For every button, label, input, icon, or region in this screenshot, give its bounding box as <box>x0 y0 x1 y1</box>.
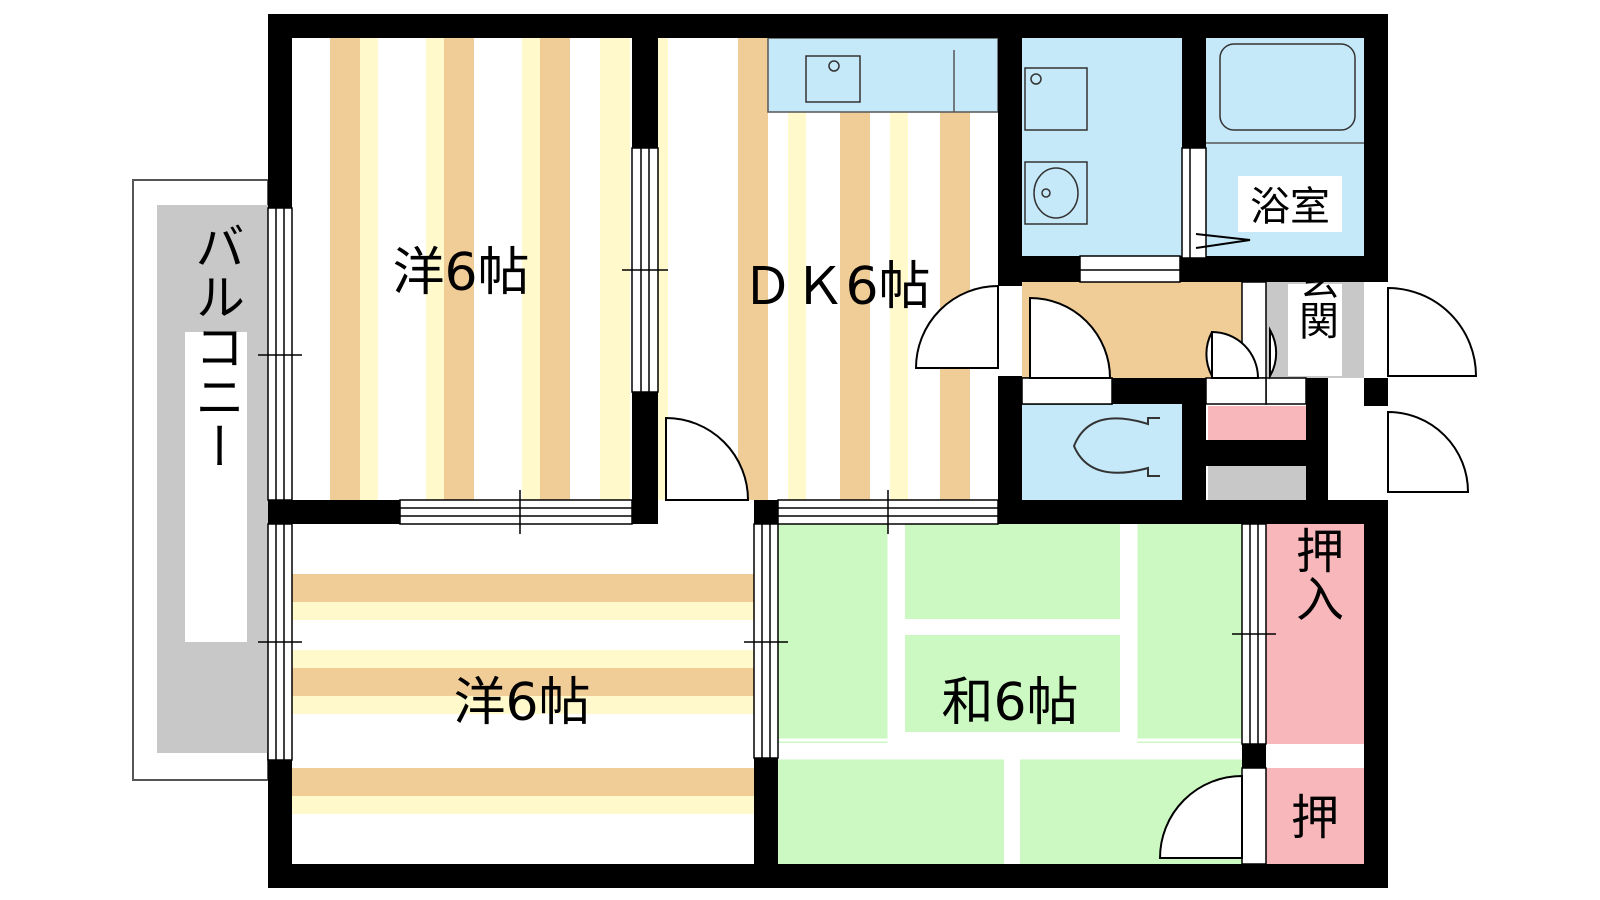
tatami-borders <box>778 524 1242 864</box>
balcony <box>132 179 269 781</box>
closet-large <box>1266 524 1364 744</box>
label-bath: 浴室 <box>1250 184 1330 230</box>
western-room-lower-floor <box>292 524 754 864</box>
walls <box>268 14 1388 888</box>
label-dining-kitchen: ＤＫ6帖 <box>741 257 930 317</box>
label-closet-small: 押 <box>1291 790 1339 846</box>
closet-pink-small <box>1208 406 1306 440</box>
door-swings <box>665 233 1478 859</box>
closet-small <box>1266 768 1364 864</box>
washroom <box>1022 38 1182 256</box>
western-room-upper-floor <box>292 38 632 500</box>
label-western-lower: 洋6帖 <box>453 673 590 733</box>
label-balcony: バルコニー <box>187 221 245 471</box>
bathroom <box>1206 38 1366 256</box>
label-entrance: 玄関 <box>1292 260 1338 340</box>
label-western-upper: 洋6帖 <box>392 243 529 303</box>
toilet-room <box>1022 404 1182 500</box>
windows <box>258 147 1307 865</box>
storage-grey <box>1208 466 1306 500</box>
label-japanese: 和6帖 <box>941 673 1078 733</box>
label-closet-large: 押入 <box>1287 526 1343 622</box>
dining-kitchen-floor <box>658 37 999 500</box>
